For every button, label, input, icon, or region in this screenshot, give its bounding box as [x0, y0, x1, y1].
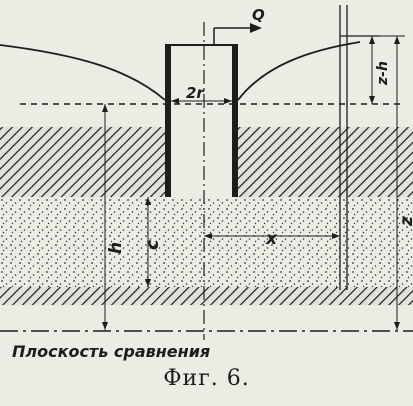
z-minus-h-arrow-top [369, 36, 375, 44]
label-q: Q [252, 6, 265, 24]
label-c: c [143, 240, 163, 250]
two-r-arrow-left [171, 98, 179, 104]
label-z-minus-h: z-h [375, 61, 391, 86]
well-wall-right [232, 45, 238, 197]
label-z: z [397, 216, 413, 227]
depression-curve-left [0, 44, 166, 101]
z-minus-h-arrow-bottom [369, 96, 375, 104]
discharge-arrow-head [250, 23, 262, 33]
label-reference-plane: Плоскость сравнения [12, 342, 210, 361]
two-r-arrow-right [224, 98, 232, 104]
c-arrow-top [145, 197, 151, 205]
well-wall-left [165, 45, 171, 197]
bottom-stratum [0, 287, 413, 305]
label-h: h [106, 242, 126, 254]
label-x: x [265, 229, 278, 249]
c-arrow-bottom [145, 279, 151, 287]
depression-curve-right [237, 41, 361, 101]
label-2r: 2r [186, 84, 205, 102]
h-arrow-bottom [102, 322, 108, 330]
aquifer-layer [0, 197, 413, 287]
x-arrow-right [332, 233, 340, 239]
z-arrow-top [394, 36, 400, 44]
x-arrow-left [204, 233, 212, 239]
figure-caption: Фиг. 6. [163, 366, 250, 391]
z-arrow-bottom [394, 322, 400, 330]
h-arrow-top [102, 104, 108, 112]
well-interior [168, 45, 234, 197]
